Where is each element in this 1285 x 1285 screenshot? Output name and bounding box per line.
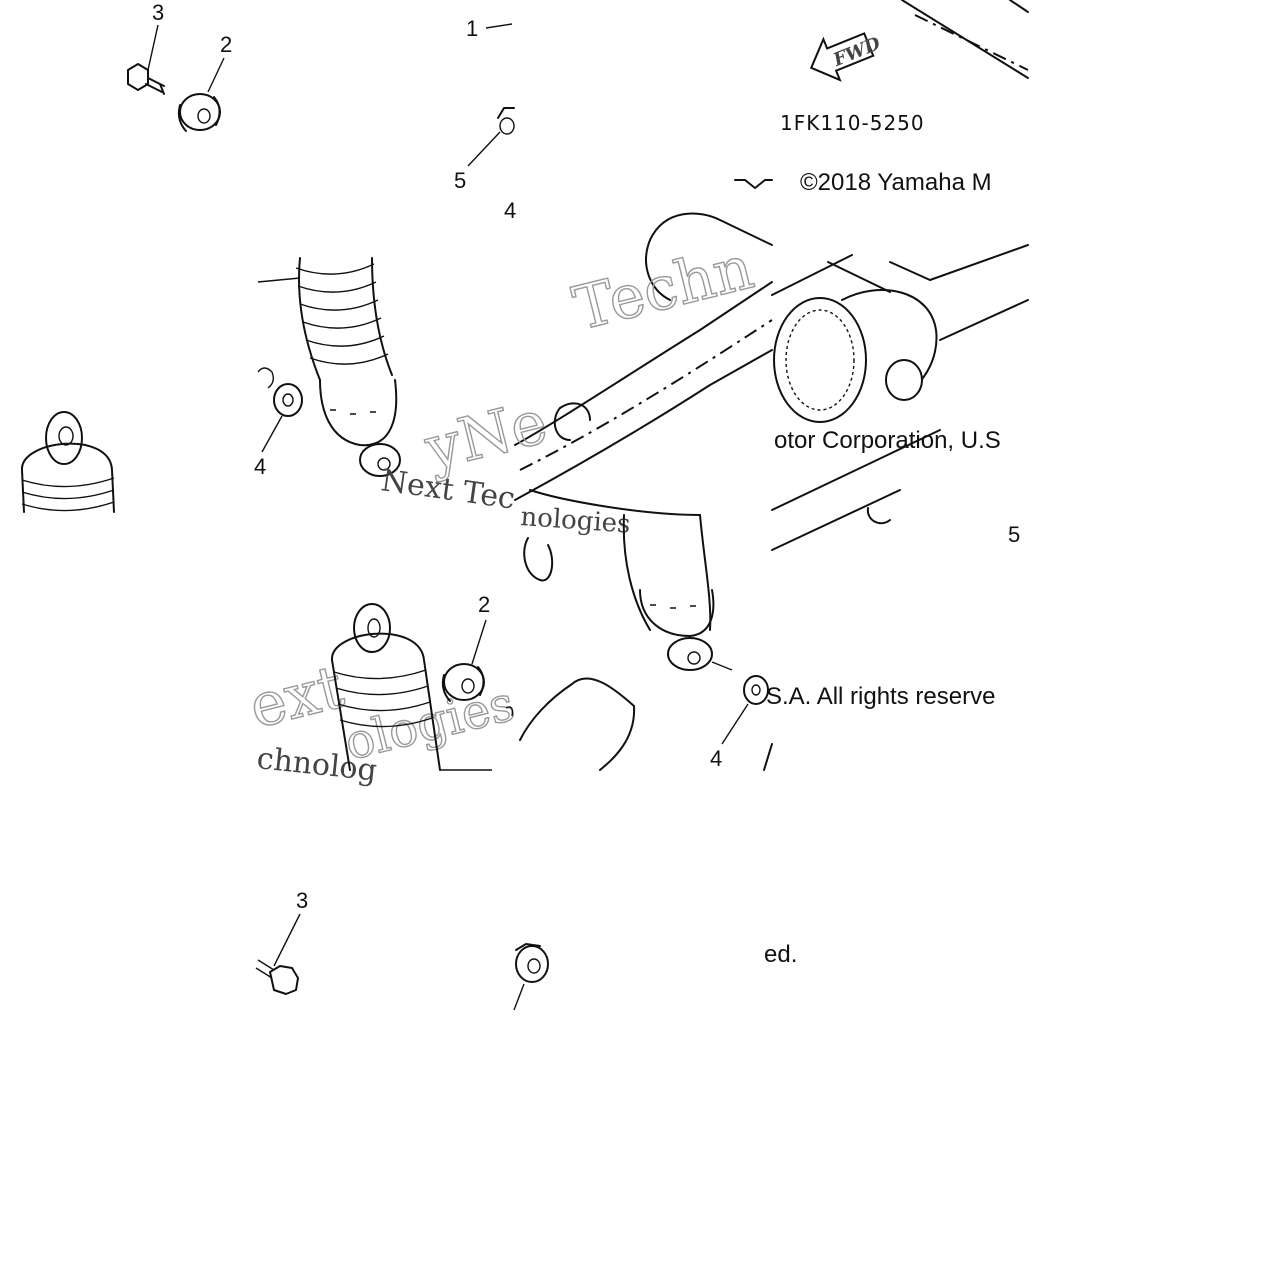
callout-3: 3 — [296, 888, 308, 913]
leader-line — [207, 57, 225, 93]
copyright-line-3: S.A. All rights reserve — [766, 683, 995, 710]
leader-line — [513, 983, 525, 1011]
bolt-part — [255, 959, 299, 995]
shock-absorber-part — [257, 257, 401, 477]
leader-line — [261, 415, 283, 453]
callout-5: 5 — [454, 168, 466, 193]
copyright-line-1: ©2018 Yamaha M — [800, 169, 992, 196]
bolt-part — [127, 63, 165, 95]
collar-part — [441, 663, 485, 702]
leader-line — [485, 23, 513, 29]
fwd-arrow-icon: FWD — [809, 32, 884, 82]
frame-line — [1009, 0, 1029, 13]
nut-part — [497, 107, 515, 135]
centerline — [914, 14, 1029, 71]
swingarm-part — [514, 179, 1029, 551]
shock-top-part — [330, 603, 492, 771]
callout-4-partial: 4 — [504, 198, 516, 223]
callout-4: 4 — [254, 454, 266, 479]
callout-2: 2 — [478, 592, 490, 617]
leader-line — [467, 131, 501, 167]
callout-1: 1 — [466, 16, 478, 41]
leader-line — [505, 706, 514, 717]
frame-line — [763, 743, 773, 771]
washer-part — [743, 675, 769, 705]
leader-line — [147, 24, 159, 71]
watermark: ext — [243, 652, 351, 743]
watermark: ologies — [339, 676, 520, 772]
watermark: Techn — [567, 233, 760, 345]
part-code: 1FK110-5250 — [780, 111, 925, 135]
collar-part — [177, 93, 221, 132]
washer-part — [257, 367, 303, 417]
leader-line — [471, 619, 487, 665]
leader-line — [721, 703, 749, 745]
callout-2: 2 — [220, 32, 232, 57]
callout-4: 4 — [710, 746, 722, 771]
leader-line — [273, 913, 301, 967]
copyright-line-2: otor Corporation, U.S — [774, 427, 1001, 454]
shock-absorber-lower-part — [523, 514, 733, 671]
frame-line — [901, 0, 1029, 79]
watermark: nologies — [520, 502, 632, 540]
bracket-part — [519, 677, 636, 771]
nut-part — [515, 943, 549, 983]
copyright-line-4: ed. — [764, 941, 797, 968]
callout-5: 5 — [1008, 522, 1020, 547]
callout-3: 3 — [152, 0, 164, 25]
shock-top-part — [20, 411, 115, 513]
